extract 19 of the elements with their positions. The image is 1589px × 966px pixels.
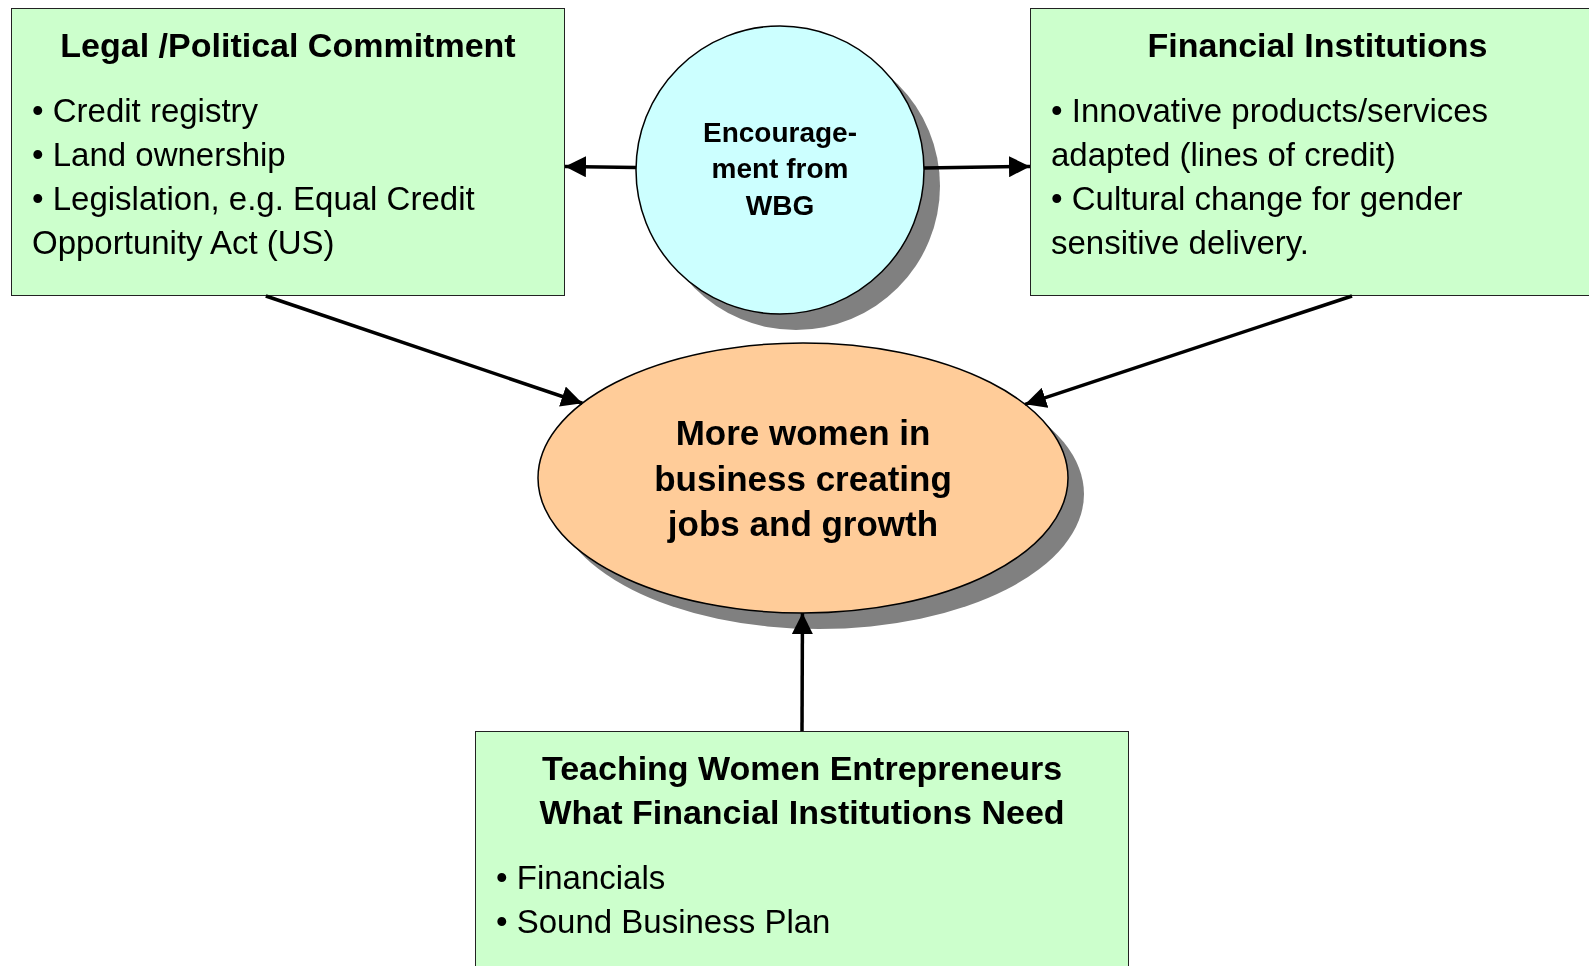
shape-label: Encourage-ment from WBG (702, 116, 858, 224)
bullet-item: • Credit registry (32, 91, 260, 131)
arrow (1024, 294, 1353, 408)
text-box (475, 731, 1129, 966)
bullet-item: • Innovative products/services adapted (lines of credit) (1051, 91, 1490, 175)
bullet-item: • Cultural change for gender sensitive delivery. (1051, 179, 1464, 263)
box-heading: Financial Institutions (1146, 25, 1489, 66)
bullet-item: • Legislation, e.g. Equal Credit Opportunity Act (US) (32, 179, 476, 263)
box-heading: Legal /Political Commitment (59, 25, 517, 66)
bullet-item: • Sound Business Plan (496, 902, 832, 942)
arrow (564, 156, 637, 178)
text-box (1030, 8, 1589, 296)
arrow (791, 613, 813, 731)
shape-label: More women in business creating jobs and growth (653, 411, 953, 545)
arrow (265, 294, 583, 407)
bullet-item: • Financials (496, 858, 667, 898)
text-box (11, 8, 565, 296)
bullet-item: • Land ownership (32, 135, 287, 175)
box-heading: Teaching Women Entrepreneurs What Financial Institutions Need (538, 748, 1066, 833)
